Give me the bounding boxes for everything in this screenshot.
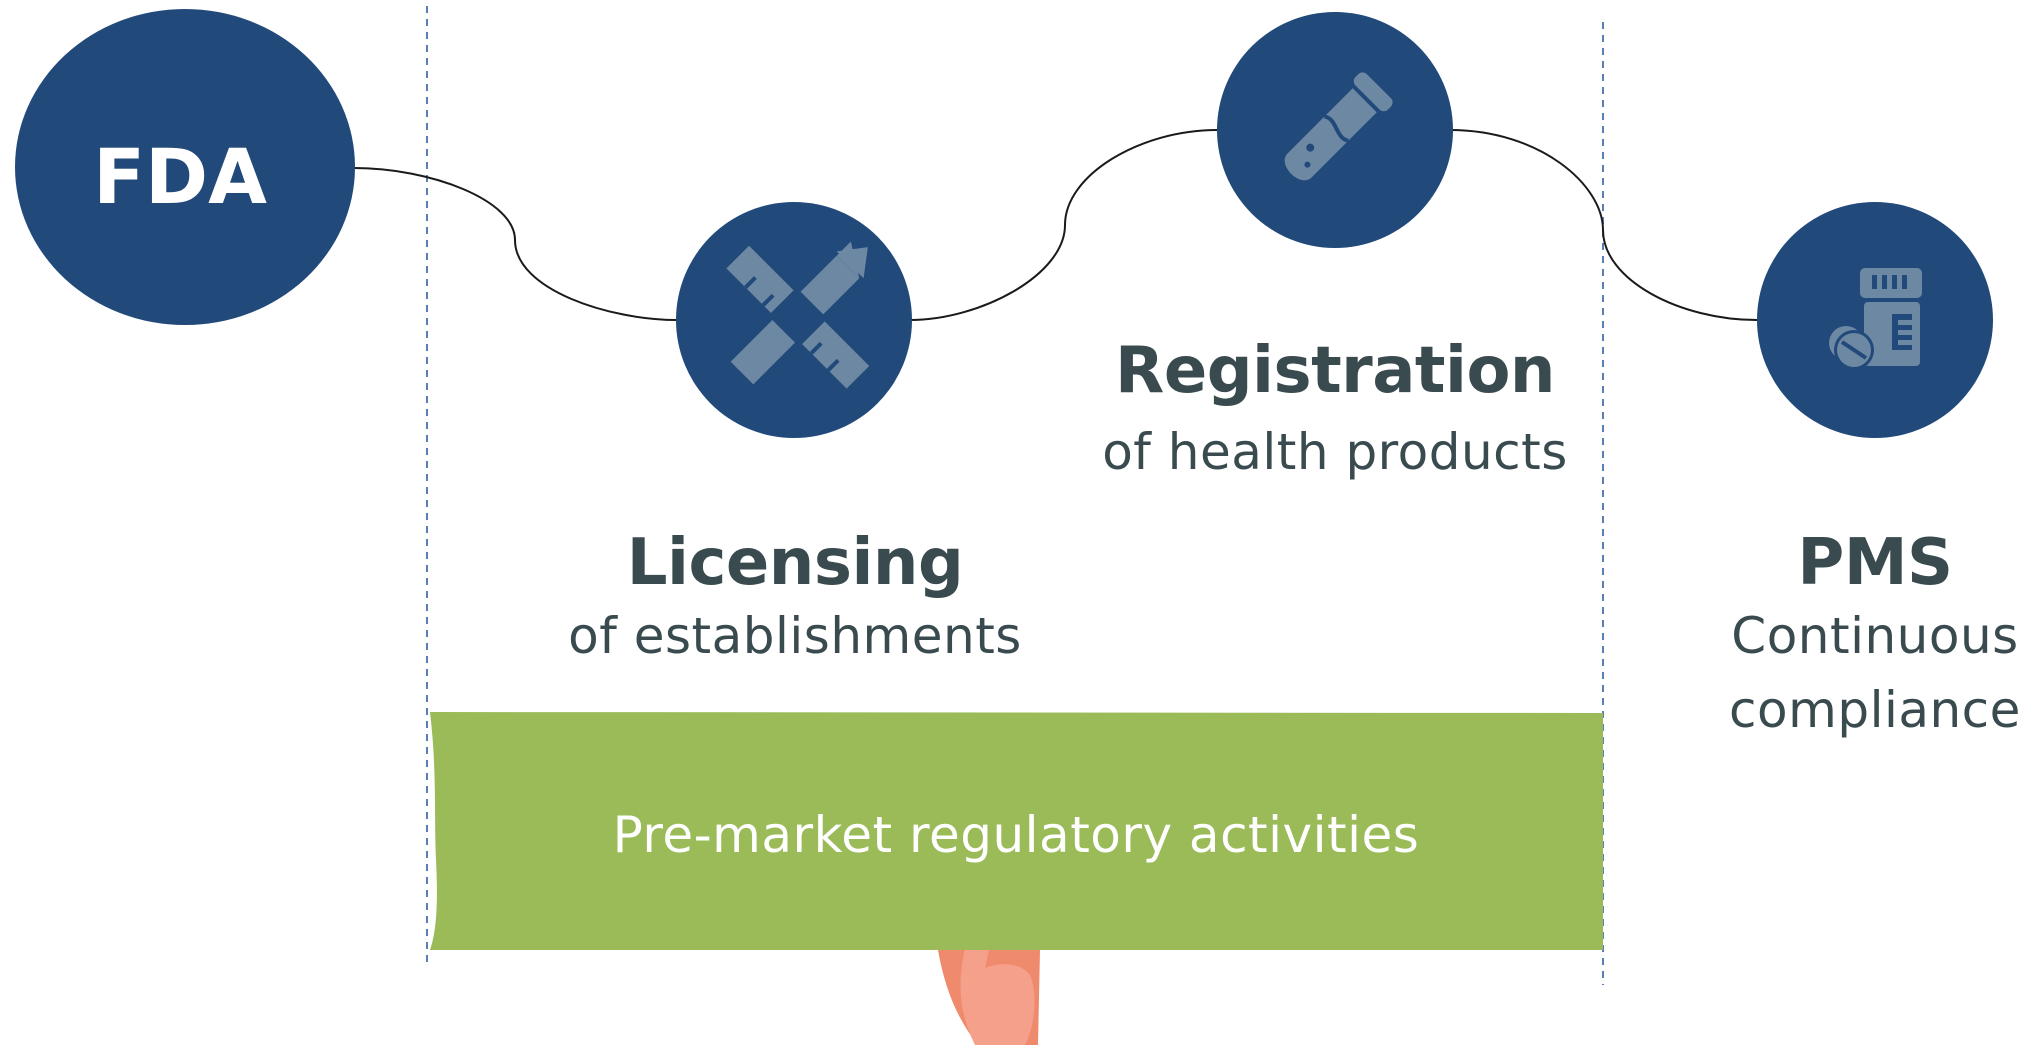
pencil-ruler-icon bbox=[726, 241, 870, 389]
pms-subtitle-line1: Continuous bbox=[1731, 607, 2019, 665]
pms-label: PMS Continuous compliance bbox=[1700, 526, 2033, 740]
fda-node bbox=[15, 9, 355, 325]
registration-title: Registration bbox=[1115, 334, 1555, 408]
medicine-bottle-icon bbox=[1829, 268, 1922, 370]
registration-subtitle: of health products bbox=[1102, 423, 1568, 481]
banner-label: Pre-market regulatory activities bbox=[612, 806, 1420, 864]
fda-label: FDA bbox=[93, 132, 267, 221]
licensing-label: Licensing of establishments bbox=[545, 526, 1045, 666]
registration-label: Registration of health products bbox=[1085, 334, 1585, 482]
pre-market-banner bbox=[430, 712, 1603, 950]
test-tube-icon bbox=[1284, 72, 1393, 181]
pms-title: PMS bbox=[1797, 526, 1953, 600]
licensing-subtitle: of establishments bbox=[568, 607, 1022, 665]
connector-curve bbox=[353, 129, 1758, 321]
pms-subtitle-line2: compliance bbox=[1729, 681, 2021, 739]
licensing-title: Licensing bbox=[626, 526, 964, 600]
